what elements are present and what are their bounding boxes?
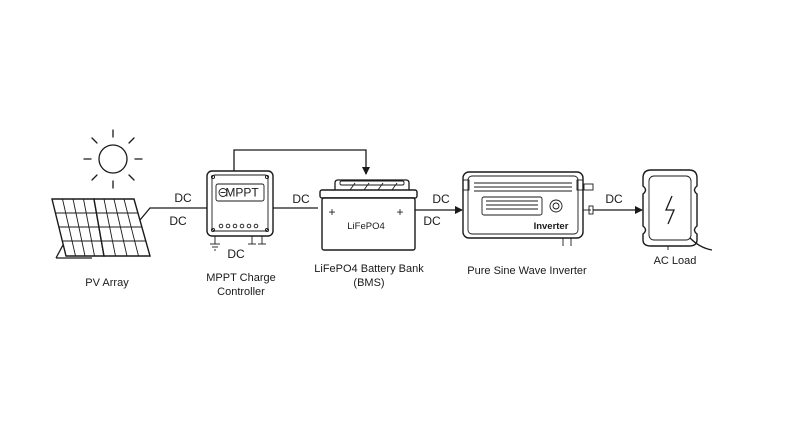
mppt-charge-controller: MPPT DC MPPT Charge Controller — [206, 149, 370, 298]
power-symbol-icon — [218, 188, 228, 197]
terminal-dots — [218, 223, 259, 229]
ac-load: AC Load — [642, 169, 713, 267]
controller-to-battery-sense-arrow — [233, 149, 370, 175]
battery-label-line2: (BMS) — [353, 277, 384, 289]
ground-icon — [210, 236, 220, 251]
power-knob-icon — [549, 199, 563, 213]
pv-array: PV Array — [51, 198, 151, 289]
controller-label-line2: Controller — [217, 286, 265, 298]
battery-face-label: LiFePO4 — [347, 221, 385, 232]
inverter-label: Pure Sine Wave Inverter — [467, 265, 587, 277]
battery-label-line1: LiFePO4 Battery Bank — [314, 263, 424, 275]
battery-positive-right: + — [396, 205, 403, 219]
lifepo4-battery-bank: + + LiFePO4 LiFePO4 Battery Bank (BMS) — [314, 179, 424, 289]
dc-label-pv-bottom: DC — [169, 214, 187, 228]
battery-positive-left: + — [328, 205, 335, 219]
terminal-posts-icon — [248, 236, 266, 245]
power-cord-icon — [667, 237, 713, 251]
sun-icon — [83, 129, 143, 189]
lightning-bolt-icon — [665, 195, 675, 225]
pv-to-controller-wire — [139, 207, 207, 221]
solar-panel-icon — [51, 198, 151, 259]
dc-label-pv-top: DC — [174, 191, 192, 205]
mppt-face-label: MPPT — [225, 186, 259, 200]
pv-array-label: PV Array — [85, 277, 129, 289]
controller-label-line1: MPPT Charge — [206, 272, 276, 284]
dc-label-battery-top: DC — [432, 192, 450, 206]
input-terminal-icon — [583, 183, 594, 191]
dc-label-inverter-load: DC — [605, 192, 623, 206]
dc-label-battery-bottom: DC — [423, 214, 441, 228]
inverter-face-label: Inverter — [534, 221, 569, 232]
dc-label-controller-battery: DC — [292, 192, 310, 206]
ac-load-label: AC Load — [654, 255, 697, 267]
dc-label-controller: DC — [227, 247, 245, 261]
pure-sine-wave-inverter: Inverter Pure Sine Wave Inverter — [462, 171, 594, 277]
